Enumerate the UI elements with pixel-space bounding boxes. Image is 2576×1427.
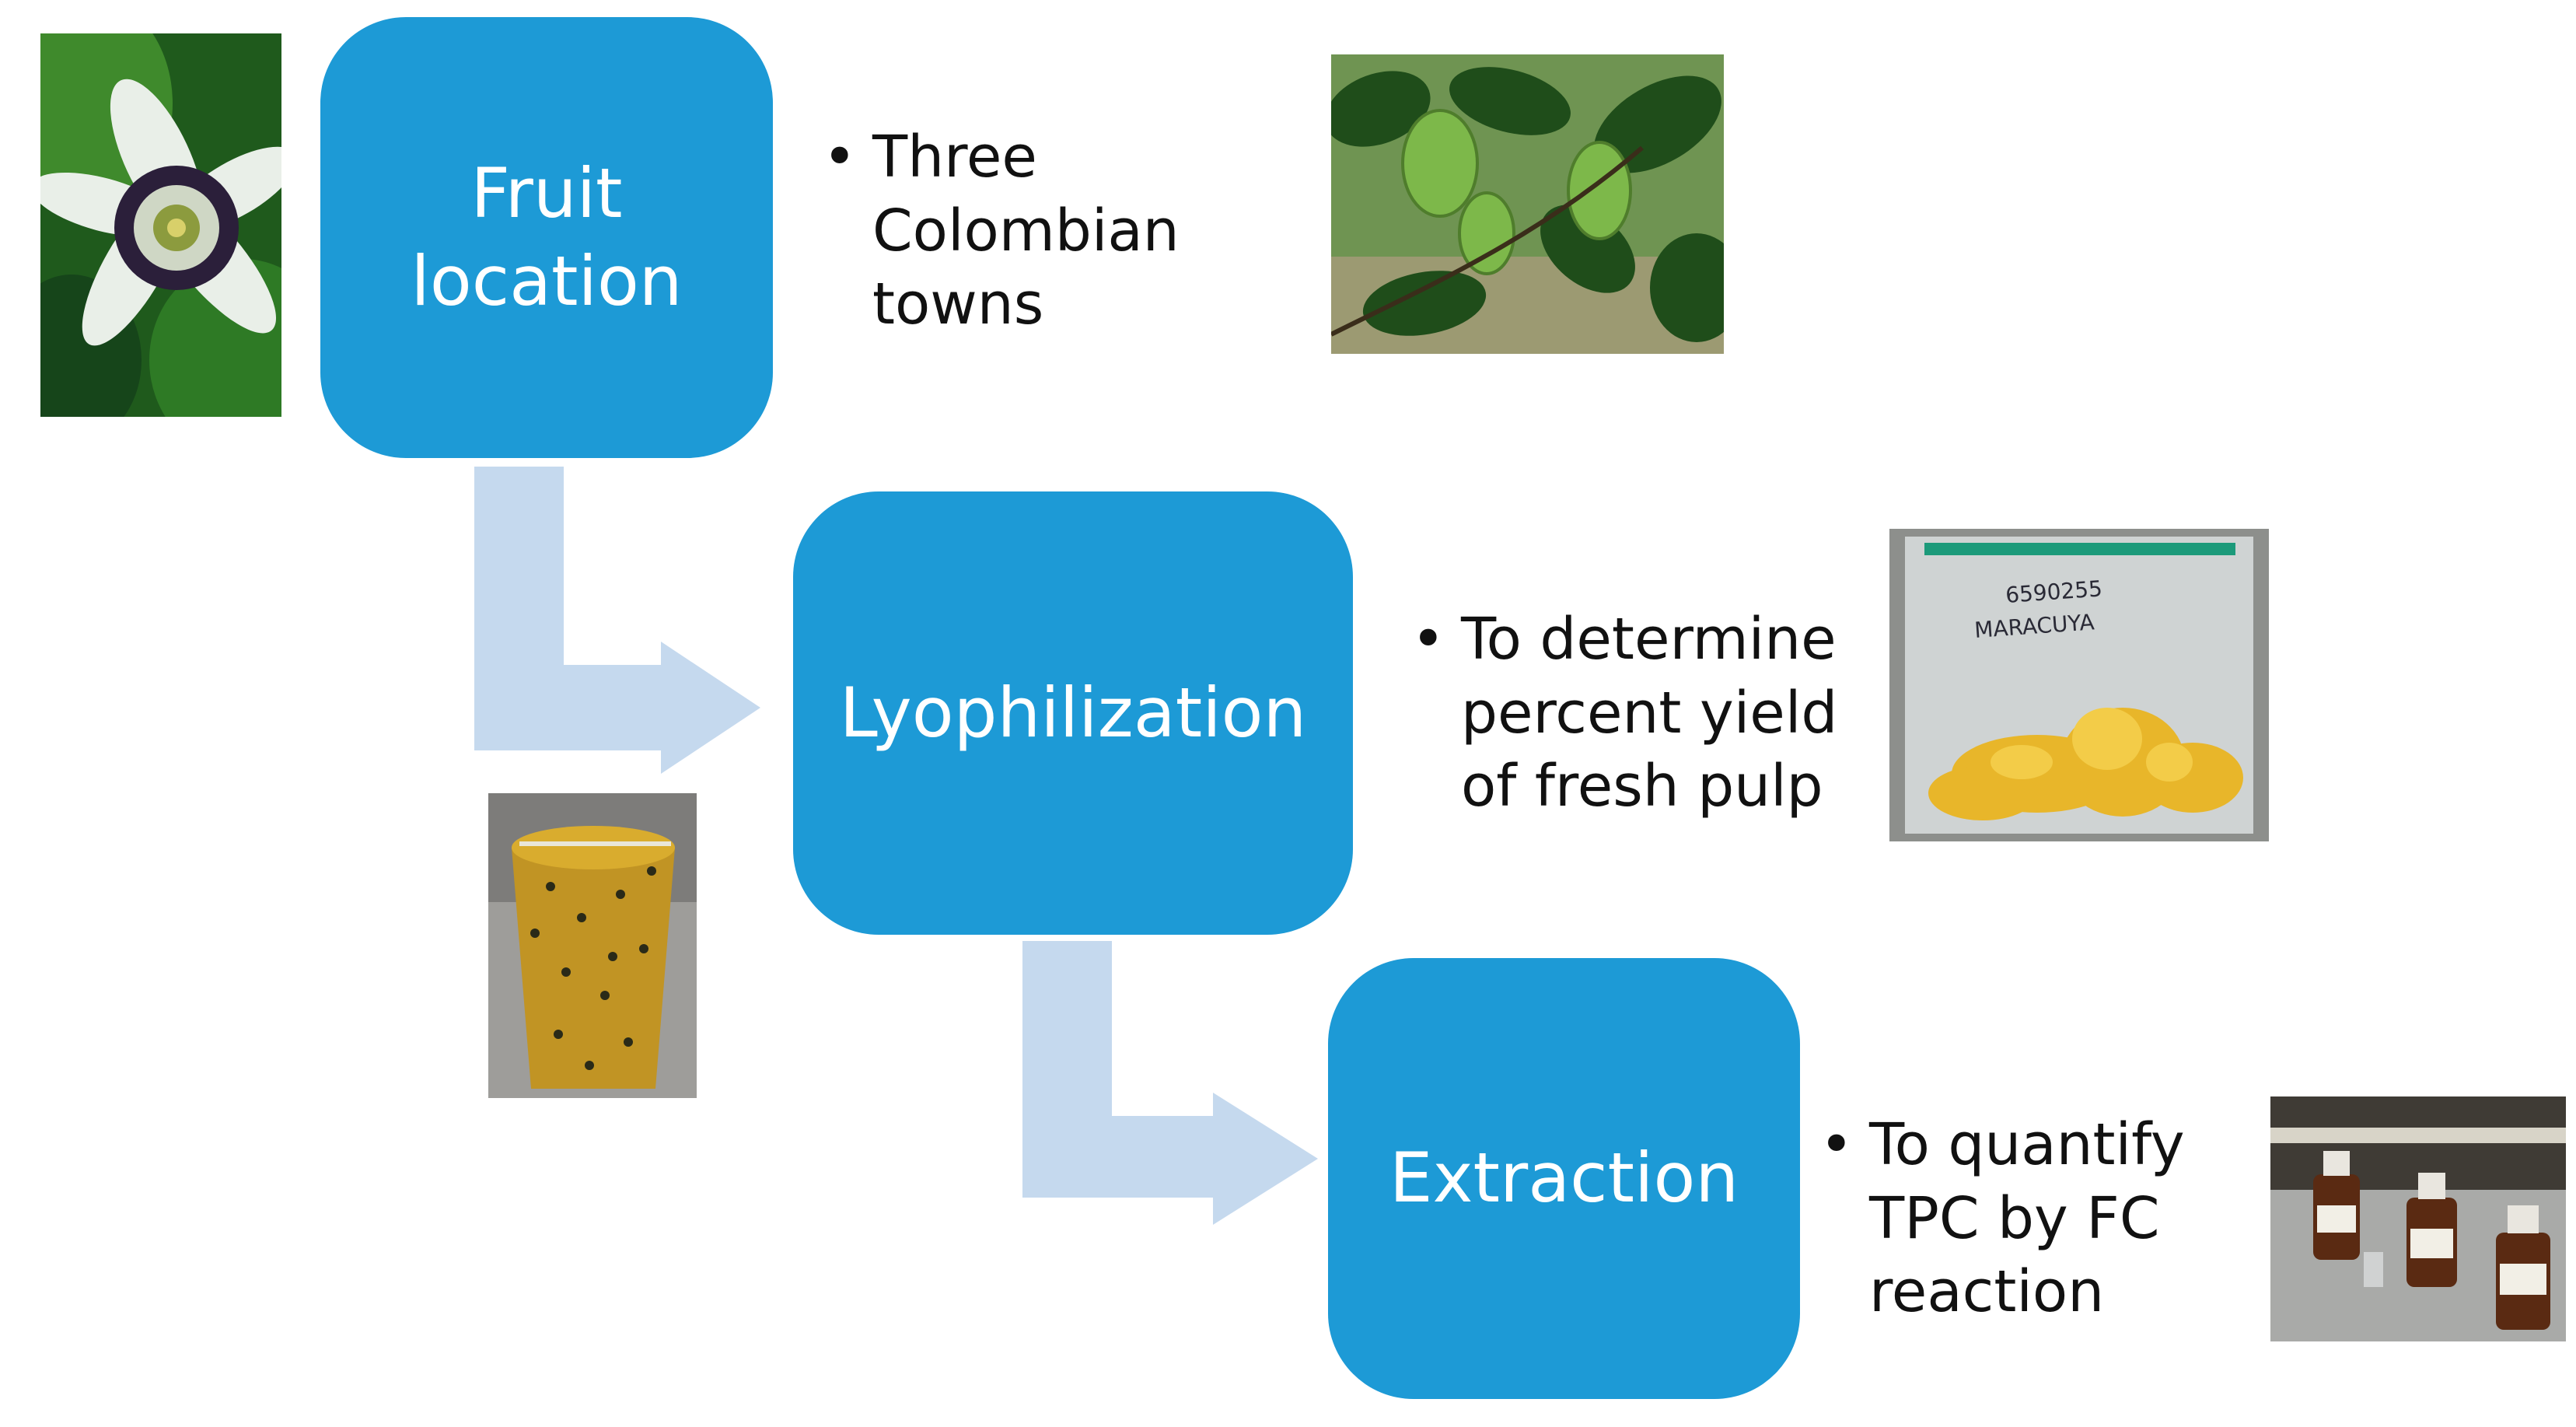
note-lyophilization-line3: of fresh pulp — [1461, 753, 1823, 820]
passion-flower-photo — [40, 33, 281, 417]
note-extraction: • To quantify TPC by FC reaction — [1819, 1108, 2224, 1341]
step-extraction: Extraction — [1328, 958, 1800, 1399]
step-extraction-label: Extraction — [1389, 1138, 1739, 1219]
note-fruit-location: • Three Colombian towns — [823, 121, 1211, 354]
step-fruit-location: Fruit location — [320, 17, 773, 458]
note-extraction-line3: reaction — [1869, 1258, 2105, 1326]
arrow-lyophilization-to-extraction — [1022, 941, 1318, 1225]
arrow-location-to-lyophilization — [474, 467, 760, 774]
note-lyophilization-line2: percent yield — [1461, 679, 1838, 747]
note-fruit-location-line1: Three — [872, 124, 1037, 191]
note-lyophilization-line1: To determine — [1461, 606, 1837, 673]
bullet-icon: • — [1819, 1111, 1854, 1178]
step-fruit-location-line1: Fruit — [470, 152, 623, 233]
fresh-pulp-cup-photo — [488, 793, 697, 1098]
note-fruit-location-line2: Colombian — [872, 197, 1180, 264]
extract-bottles-photo — [2270, 1096, 2566, 1341]
note-extraction-line1: To quantify — [1869, 1111, 2185, 1178]
step-lyophilization: Lyophilization — [793, 491, 1353, 935]
bullet-icon: • — [1411, 606, 1445, 673]
step-fruit-location-line2: location — [411, 240, 683, 321]
note-lyophilization: • To determine percent yield of fresh pu… — [1411, 603, 1847, 836]
step-lyophilization-label: Lyophilization — [839, 672, 1307, 753]
fruits-on-tree-photo — [1331, 54, 1724, 354]
bullet-icon: • — [823, 124, 857, 191]
note-extraction-line2: TPC by FC — [1869, 1184, 2160, 1252]
lyophilized-pulp-bag-photo: 6590255 MARACUYA — [1889, 529, 2269, 841]
note-fruit-location-line3: towns — [872, 271, 1044, 338]
